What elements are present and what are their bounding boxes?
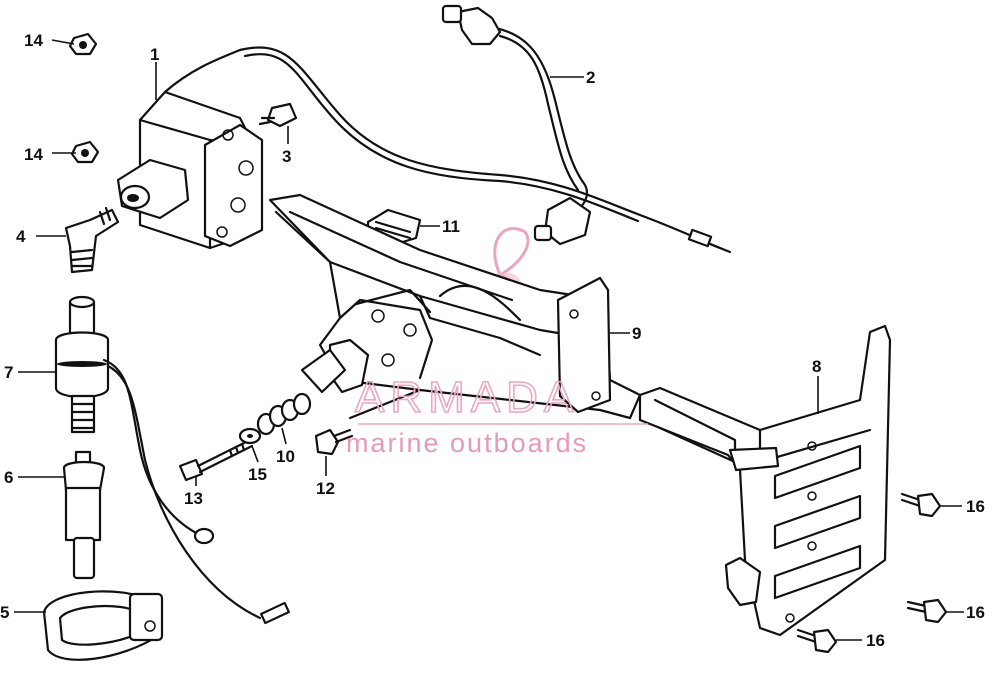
label-9: 9 [632, 324, 641, 343]
label-11: 11 [442, 217, 460, 236]
label-6: 6 [4, 468, 13, 487]
label-8: 8 [812, 357, 821, 376]
label-5: 5 [0, 603, 9, 622]
label-12: 12 [316, 479, 335, 498]
part-15-washer [238, 427, 262, 445]
part-5-clamp [42, 590, 164, 661]
label-7: 7 [4, 363, 13, 382]
part-9-plate [556, 276, 612, 414]
part-14-nuts [68, 32, 100, 164]
part-1-coil [116, 48, 264, 250]
part-7-switch [54, 295, 290, 625]
label-14-bottom: 14 [24, 145, 43, 164]
label-3: 3 [282, 147, 291, 166]
label-14-top: 14 [24, 31, 43, 50]
label-16-c: 16 [866, 631, 885, 650]
label-10: 10 [276, 447, 295, 466]
callout-labels: 1 2 3 14 14 4 7 6 5 11 9 8 13 15 10 12 1… [0, 31, 985, 650]
label-2: 2 [586, 68, 595, 87]
label-13: 13 [184, 489, 203, 508]
label-15: 15 [248, 465, 267, 484]
label-16-a: 16 [966, 497, 985, 516]
part-6-plunger [62, 450, 106, 580]
watermark-text: ARMADA marine outboards [346, 372, 648, 458]
part-4-elbow [64, 206, 120, 274]
label-1: 1 [150, 45, 159, 64]
part-3-bolt [258, 102, 298, 128]
part-12-bolt [314, 428, 354, 456]
label-4: 4 [16, 227, 26, 246]
part-10-spring [256, 392, 312, 436]
part-13-long-bolt [178, 438, 254, 482]
logo-blade-top [493, 227, 530, 278]
part-bracket-frame [268, 193, 642, 420]
watermark-brand: ARMADA [355, 373, 579, 422]
leader-lines [14, 39, 964, 641]
part-8-large-bracket [638, 324, 892, 637]
watermark-tagline: marine outboards [346, 428, 588, 458]
part-2-cable [238, 4, 732, 254]
part-16-bolts [796, 492, 948, 654]
label-16-b: 16 [966, 603, 985, 622]
